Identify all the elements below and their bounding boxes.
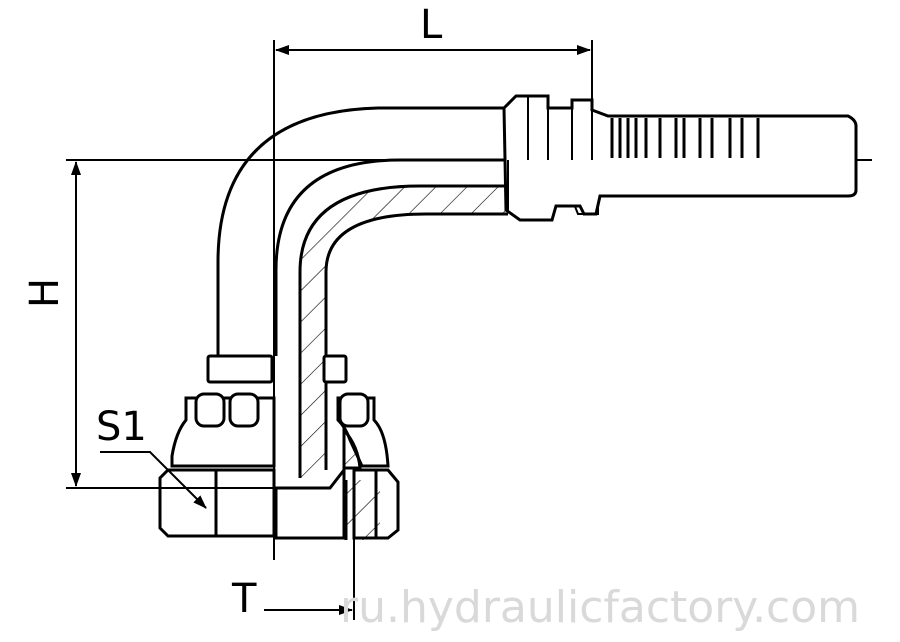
insert-serrations <box>610 118 760 158</box>
watermark-text: ru.hydraulicfactory.com <box>340 582 860 633</box>
dimension-L-label: L <box>420 2 443 48</box>
collar-ring <box>206 354 348 384</box>
dimension-lines <box>66 40 593 620</box>
dimension-S1-label: S1 <box>96 404 147 450</box>
dimension-T-label: T <box>231 576 257 622</box>
dimension-S1-leader <box>100 451 207 509</box>
dimension-H-label: H <box>22 278 68 308</box>
hose-insert <box>502 94 858 222</box>
